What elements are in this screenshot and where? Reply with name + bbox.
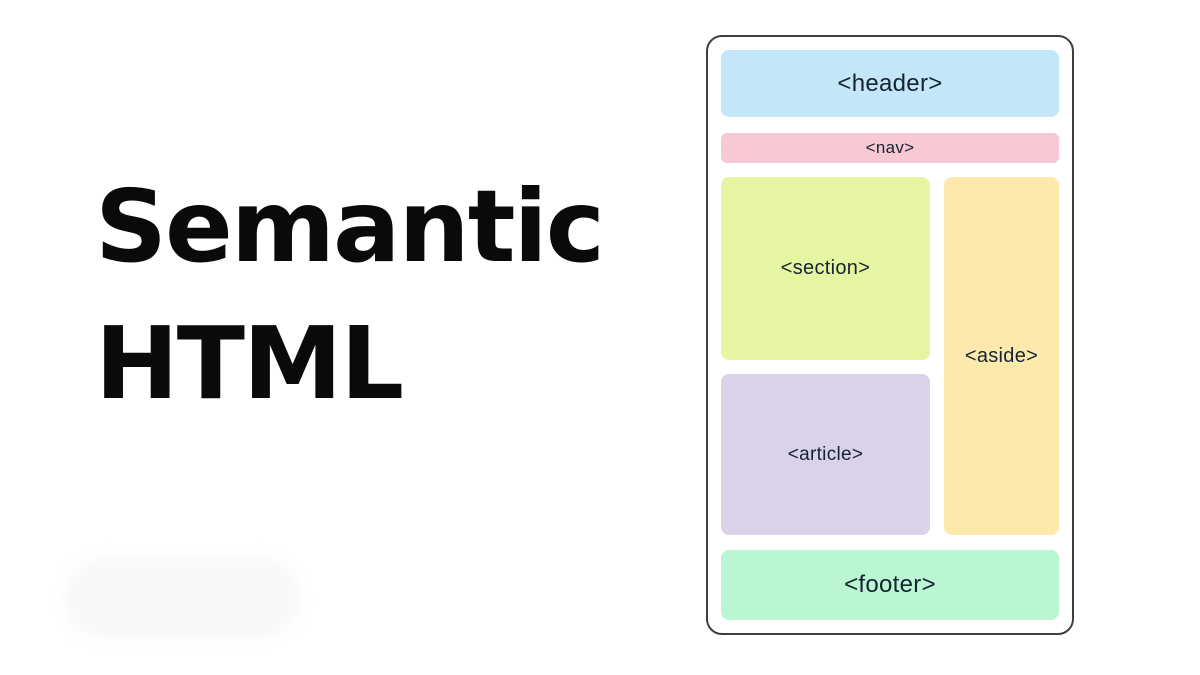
layout-diagram-card: <header> <nav> <section> <article> <asid… bbox=[706, 35, 1074, 635]
diagram-block-nav: <nav> bbox=[721, 133, 1059, 163]
diagram-block-header: <header> bbox=[721, 50, 1059, 117]
diagram-middle-row: <section> <article> <aside> bbox=[721, 177, 1059, 535]
diagram-block-aside: <aside> bbox=[944, 177, 1059, 535]
diagram-block-section: <section> bbox=[721, 177, 930, 360]
header-tag-label: <header> bbox=[837, 69, 943, 97]
title-line-1: Semantic bbox=[95, 168, 605, 285]
watermark bbox=[65, 558, 300, 638]
page-title: Semantic HTML bbox=[95, 158, 605, 432]
diagram-block-footer: <footer> bbox=[721, 550, 1059, 620]
footer-tag-label: <footer> bbox=[844, 571, 936, 598]
article-tag-label: <article> bbox=[787, 443, 864, 465]
section-tag-label: <section> bbox=[780, 257, 871, 279]
diagram-left-column: <section> <article> bbox=[721, 177, 930, 535]
nav-tag-label: <nav> bbox=[865, 138, 915, 157]
aside-tag-label: <aside> bbox=[964, 344, 1039, 367]
title-line-2: HTML bbox=[95, 305, 404, 422]
diagram-block-article: <article> bbox=[721, 374, 930, 535]
